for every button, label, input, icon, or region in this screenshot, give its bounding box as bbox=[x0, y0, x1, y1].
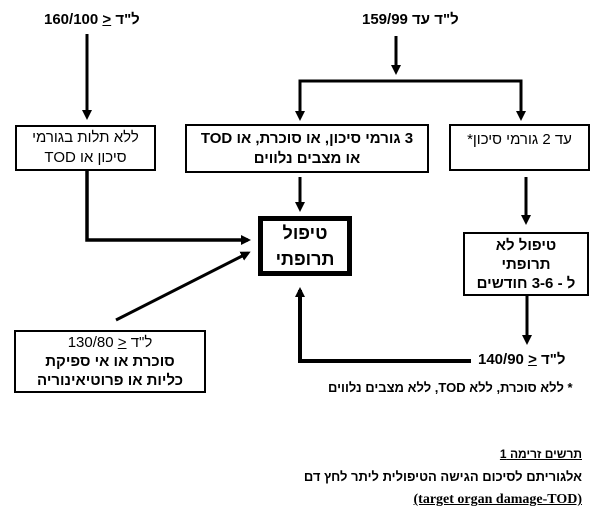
leq-symbol: < bbox=[117, 334, 127, 351]
box-drug-therapy: טיפול תרופתי bbox=[258, 216, 352, 276]
box-diabetes-kidney: ל"ד < 130/80 סוכרת או אי ספיקת כליות או … bbox=[14, 330, 206, 393]
leq-symbol: < bbox=[102, 11, 112, 28]
bp-recheck-value: 140/90 bbox=[478, 351, 524, 368]
bp-high-prefix: ל"ד bbox=[115, 11, 140, 28]
box-three-risk-factors: 3 גורמי סיכון, או סוכרת, או TOD או מצבים… bbox=[185, 124, 429, 173]
arrow-diabetes-to-therapy bbox=[115, 251, 251, 322]
box-line: 3 גורמי סיכון, או סוכרת, או TOD bbox=[200, 129, 414, 147]
figure-subtitle: (target organ damage-TOD) bbox=[413, 492, 583, 507]
box-line: או מצבים נלווים bbox=[253, 149, 361, 167]
box-up-to-two-risk: עד 2 גורמי סיכון* bbox=[449, 124, 590, 171]
label-bp-mid: ל"ד עד 159/99 bbox=[362, 11, 459, 28]
bp-prefix: ל"ד bbox=[130, 334, 153, 351]
footnote: * ללא סוכרת, ללא TOD, ללא מצבים נלווים bbox=[328, 380, 573, 395]
bp-high-value: 160/100 bbox=[44, 11, 99, 28]
bp-threshold-line: ל"ד < 130/80 bbox=[68, 333, 153, 352]
box-line: סיכון או TOD bbox=[44, 149, 127, 166]
box-line: כליות או פרוטיאינוריה bbox=[36, 372, 184, 389]
box-no-risk-dependency: ללא תלות בגורמי סיכון או TOD bbox=[15, 125, 156, 171]
bp-value: 130/80 bbox=[67, 334, 114, 351]
box-line: ל - 3-6 חודשים bbox=[476, 274, 576, 292]
bp-recheck-prefix: ל"ד bbox=[541, 351, 566, 368]
box-line: טיפול bbox=[282, 223, 328, 243]
figure-title: אלגוריתם לסיכום הגישה הטיפולית ליתר לחץ … bbox=[303, 469, 582, 484]
label-bp-recheck: ל"ד < 140/90 bbox=[478, 351, 565, 368]
leq-symbol: < bbox=[528, 351, 537, 368]
bracket-split-line bbox=[298, 79, 523, 117]
label-bp-high: ל"ד < 160/100 bbox=[44, 11, 140, 28]
box-line: תרופתי bbox=[501, 255, 551, 273]
box-line: ללא תלות בגורמי bbox=[32, 129, 139, 146]
box-line: סוכרת או אי ספיקת bbox=[45, 353, 175, 370]
figure-label: תרשים זרימה 1 bbox=[499, 447, 582, 461]
box-non-drug-therapy: טיפול לא תרופתי ל - 3-6 חודשים bbox=[463, 232, 589, 296]
box-line: טיפול לא bbox=[495, 236, 557, 254]
connector-recheck-to-therapy bbox=[298, 300, 471, 363]
box-line: עד 2 גורמי סיכון* bbox=[467, 131, 572, 148]
connector-no-risk-to-therapy bbox=[85, 170, 251, 245]
box-line: תרופתי bbox=[275, 249, 335, 269]
